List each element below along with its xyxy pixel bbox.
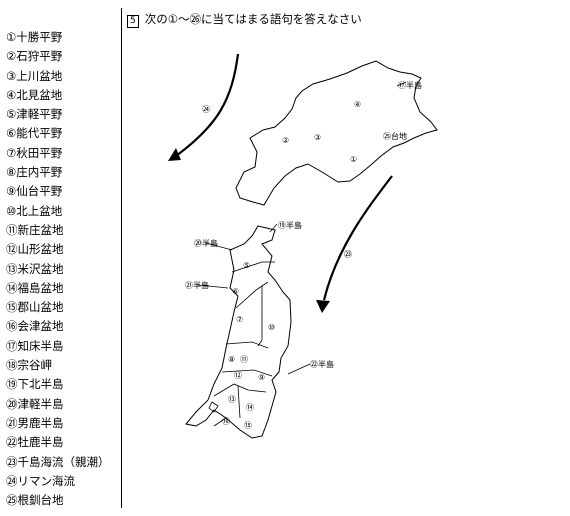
answer-item: ⑦秋田平野 [6,145,63,160]
sado-island [208,401,219,413]
answer-item: ⑯会津盆地 [6,319,64,334]
answer-item: ⑨仙台平野 [6,184,63,199]
answer-item: ⑤津軽平野 [6,107,63,122]
prefecture-borders [213,261,275,427]
map-label-7: ⑦ [236,315,243,324]
map-label-9: ⑨ [258,373,265,382]
answer-item: ⑥能代平野 [6,126,63,141]
map-label-3: ③ [314,133,321,142]
tohoku-outline [185,225,292,439]
answer-item: ③上川盆地 [6,68,63,83]
answer-item: ㉒牡鹿半島 [6,435,64,450]
map-label-5: ⑤ [243,261,250,270]
liman-current-arrow [175,53,240,157]
map-label-8: ⑧ [228,355,235,364]
answer-item: ⑱宗谷岬 [6,358,52,373]
question-header: 5 次の①～㉖に当てはまる語句を答えなさい [127,11,362,28]
answer-item: ⑩北上盆地 [6,203,63,218]
map-label-12: ⑫ [234,371,242,380]
answer-item: ⑲下北半島 [6,377,64,392]
answer-item: ㉓千島海流（親潮） [6,454,110,469]
answer-item: ⑫山形盆地 [6,242,64,257]
answer-item: ②石狩平野 [6,49,63,64]
map-label-24: ㉔ [202,105,210,114]
question-number: 5 [127,15,139,28]
map-label-20: ⑳半島 [194,238,218,248]
map-label-16: ⑯ [222,417,230,426]
answer-list: ①十勝平野 ②石狩平野 ③上川盆地 ④北見盆地 ⑤津軽平野 ⑥能代平野 ⑦秋田平野 ⑧庄内平野… [6,28,118,510]
map-label-25: ㉕台地 [383,131,407,141]
answer-item: ⑰知床半島 [6,338,64,353]
map-label-6: ⑥ [232,287,239,296]
answer-item: ⑧庄内平野 [6,165,63,180]
map-label-14: ⑭ [246,403,254,412]
answer-item: ⑪新庄盆地 [6,222,64,237]
chishima-current-arrowhead [316,300,330,313]
map-label-19: ⑲半島 [278,220,302,230]
answer-item: ①十勝平野 [6,30,63,44]
map-label-17: ⑰半島 [398,80,422,90]
map-label-4: ④ [354,100,361,109]
map-label-15: ⑮ [244,421,252,430]
chishima-current-arrow [322,175,393,301]
liman-current-arrowhead [168,148,181,161]
answer-item: ⑭福島盆地 [6,280,64,295]
map-label-11: ⑪ [240,355,248,364]
answer-item: ㉑男鹿半島 [6,415,64,430]
answer-item: ⑬米沢盆地 [6,261,64,276]
column-divider [121,8,122,508]
hokkaido-outline [235,60,438,206]
question-instruction: 次の①～㉖に当てはまる語句を答えなさい [144,12,362,26]
answer-item: ㉔リマン海流 [6,473,75,488]
answer-item: ⑳津軽半島 [6,396,64,411]
japan-map: ① ② ③ ④ ⑤ ⑥ ⑦ ⑧ ⑨ ⑩ ⑪ ⑫ ⑬ ⑭ ⑮ ⑯ ⑰半島 ⑲半島 … [168,53,438,439]
map-label-2: ② [282,136,289,145]
map-label-1: ① [350,155,357,164]
map-label-21: ㉑半島 [185,280,209,290]
answer-item: ㉕根釧台地 [6,493,64,508]
map-label-10: ⑩ [268,323,275,332]
answer-item: ④北見盆地 [6,87,63,102]
map-label-23: ㉓ [344,250,352,259]
map-label-22: ㉒半島 [310,359,334,369]
answer-item: ⑮郡山盆地 [6,300,64,315]
leader-lines [197,81,407,375]
map-label-13: ⑬ [228,395,236,404]
